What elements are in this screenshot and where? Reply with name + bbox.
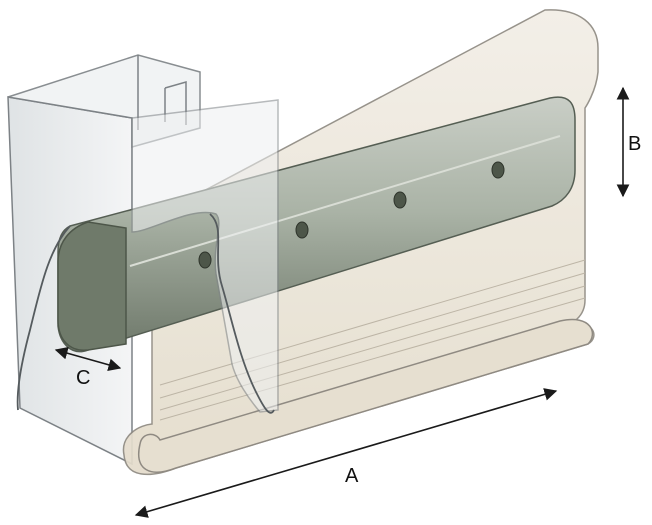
bolt-hole-icon xyxy=(198,251,212,269)
bolt-hole-icon xyxy=(393,191,407,209)
dimension-c-label: C xyxy=(76,367,90,389)
dimension-annotations: A B C xyxy=(54,86,641,518)
bolt-hole-icon xyxy=(491,161,505,179)
pipe-body xyxy=(57,96,576,353)
bolt-hole-icon xyxy=(295,221,309,239)
jacket-ridges xyxy=(159,259,586,421)
dimension-b-label: B xyxy=(628,133,641,155)
jacket-left-curl xyxy=(16,225,71,411)
pipe-assembly xyxy=(57,96,576,353)
dimension-c-line xyxy=(54,346,122,372)
pipe-end-cap xyxy=(57,221,127,351)
dimension-a-label: A xyxy=(345,465,359,487)
dimension-a-line xyxy=(134,388,558,518)
bolt-holes xyxy=(198,161,505,269)
pipe-highlight xyxy=(129,135,561,267)
